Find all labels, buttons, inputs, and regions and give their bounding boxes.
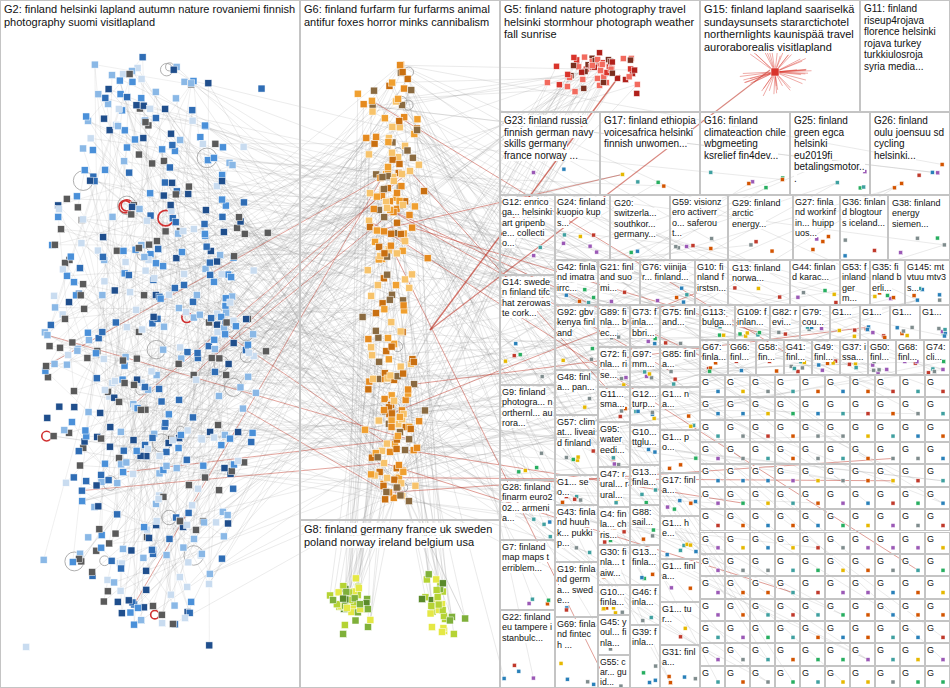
graph-canvas: G2: finland helsinki lapland autumn natu… [0,0,950,688]
